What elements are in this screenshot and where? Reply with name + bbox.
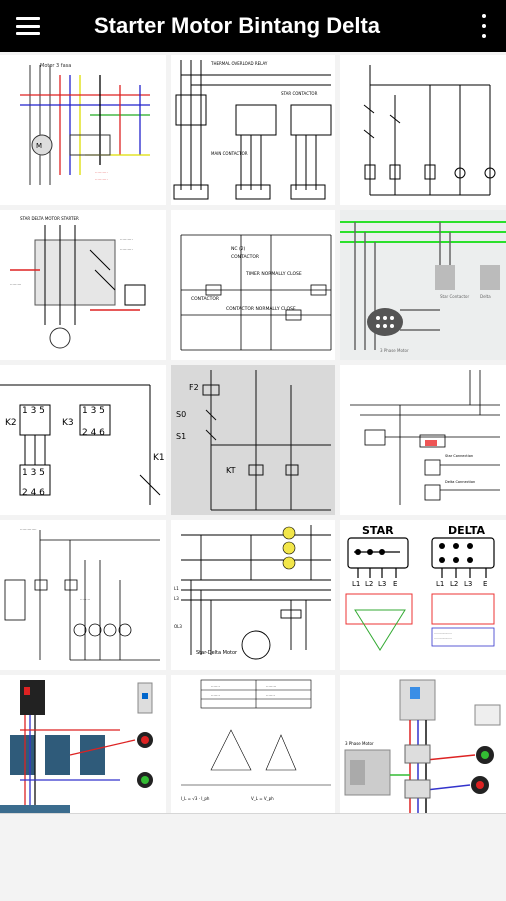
svg-text:STAR DELTA MOTOR STARTER: STAR DELTA MOTOR STARTER	[20, 216, 79, 221]
svg-text:........: ........	[266, 683, 276, 688]
tile-image-10[interactable]: .....................	[0, 520, 166, 670]
svg-text:CONTACTOR: CONTACTOR	[231, 254, 259, 260]
svg-text:CONTACTOR NORMALLY CLOSE: CONTACTOR NORMALLY CLOSE	[226, 306, 296, 312]
tile-1-label: Motor 3 fasa	[40, 63, 71, 69]
delta-label: DELTA	[448, 524, 485, 537]
more-options-button[interactable]	[476, 12, 492, 40]
tile-8-s0: S0	[176, 410, 186, 419]
star-l1: L1	[352, 580, 360, 588]
star-l3: L3	[378, 580, 386, 588]
svg-text:I_L = √3 · I_ph: I_L = √3 · I_ph	[181, 796, 210, 801]
svg-text:.............: .............	[20, 526, 37, 531]
more-vertical-icon	[482, 14, 486, 18]
svg-text:MAIN CONTACTOR: MAIN CONTACTOR	[211, 151, 248, 156]
svg-text:..........: ..........	[120, 236, 133, 241]
app-title: Starter Motor Bintang Delta	[94, 13, 381, 38]
svg-text:THERMAL OVERLOAD RELAY: THERMAL OVERLOAD RELAY	[210, 61, 268, 66]
svg-text:.......: .......	[211, 692, 220, 697]
svg-text:L3: L3	[174, 596, 179, 601]
star-label: STAR	[362, 524, 394, 537]
tile-image-8[interactable]: F2 S0 S1 KT	[171, 365, 335, 515]
svg-text:..........: ..........	[95, 176, 108, 181]
svg-text:NC (2): NC (2)	[231, 246, 246, 252]
tile-image-3[interactable]	[340, 55, 506, 205]
tile-image-2[interactable]: THERMAL OVERLOAD RELAY STAR CONTACTOR MAIN…	[171, 55, 335, 205]
svg-text:Star Contactor: Star Contactor	[440, 294, 469, 299]
tile-image-6[interactable]: Star Contactor Delta 3 Phase Motor	[340, 210, 506, 360]
star-e: E	[393, 580, 397, 588]
app-bar: Starter Motor Bintang Delta	[0, 0, 506, 52]
tile-image-1[interactable]: M Motor 3 fasa ....................	[0, 55, 166, 205]
svg-text:Delta: Delta	[480, 294, 491, 299]
svg-text:1 3 5: 1 3 5	[22, 406, 45, 416]
tile-6-label: 3 Phase Motor	[380, 348, 409, 353]
tile-7-k1: K1	[153, 453, 165, 463]
svg-text:OL3: OL3	[174, 624, 182, 629]
svg-text:Star Connection: Star Connection	[445, 454, 473, 458]
svg-text:........: ........	[80, 596, 90, 601]
svg-text:E: E	[483, 580, 487, 588]
tile-image-13[interactable]	[0, 675, 166, 813]
svg-text:...................: ...................	[434, 631, 452, 635]
tile-8-f2: F2	[189, 383, 199, 392]
tile-11-label: Star-Delta Motor	[196, 650, 238, 656]
tile-8-kt: KT	[226, 466, 236, 475]
svg-text:1 3 5: 1 3 5	[22, 468, 45, 478]
svg-text:...................: ...................	[434, 636, 452, 640]
image-grid: M Motor 3 fasa .................... THER…	[0, 55, 506, 813]
tile-15-label: 3 Phase Motor	[345, 741, 374, 746]
tile-7-k2: K2	[5, 418, 17, 428]
menu-button[interactable]	[0, 0, 56, 52]
svg-text:TIMER NORMALLY CLOSE: TIMER NORMALLY CLOSE	[245, 271, 302, 277]
svg-text:.........: .........	[10, 281, 21, 286]
svg-text:.......: .......	[211, 683, 220, 688]
svg-text:V_L = V_ph: V_L = V_ph	[251, 796, 274, 801]
tile-8-s1: S1	[176, 432, 186, 441]
svg-text:1 3 5: 1 3 5	[82, 406, 105, 416]
svg-text:..........: ..........	[120, 246, 133, 251]
tile-image-15[interactable]: 3 Phase Motor	[340, 675, 506, 813]
svg-text:L1: L1	[174, 586, 179, 591]
svg-text:CONTACTOR: CONTACTOR	[191, 296, 219, 302]
svg-text:Delta Connection: Delta Connection	[445, 480, 475, 484]
tile-image-14[interactable]: ............................. I_L = √3 · …	[171, 675, 335, 813]
hamburger-menu-icon	[16, 17, 40, 35]
tile-image-12[interactable]: STAR DELTA L1 L2 L3 E L1 L2 L3 E ..........…	[340, 520, 506, 670]
svg-text:L2: L2	[450, 580, 458, 588]
svg-text:2 4 6: 2 4 6	[22, 488, 45, 498]
bottom-area	[0, 813, 506, 901]
svg-text:STAR CONTACTOR: STAR CONTACTOR	[281, 91, 318, 96]
svg-text:M: M	[36, 142, 42, 150]
svg-text:L3: L3	[464, 580, 472, 588]
svg-text:2 4 6: 2 4 6	[82, 428, 105, 438]
tile-image-7[interactable]: 1 3 5 1 3 5 1 3 5 2 4 6 2 4 6 K2 K3 K1	[0, 365, 166, 515]
tile-image-5[interactable]: NC (2) CONTACTOR TIMER NORMALLY CLOSE CONTA…	[171, 210, 335, 360]
svg-text:.......: .......	[266, 692, 275, 697]
star-l2: L2	[365, 580, 373, 588]
svg-text:..........: ..........	[95, 169, 108, 174]
tile-7-k3: K3	[62, 418, 74, 428]
svg-text:L1: L1	[436, 580, 444, 588]
tile-image-4[interactable]: STAR DELTA MOTOR STARTER................…	[0, 210, 166, 360]
